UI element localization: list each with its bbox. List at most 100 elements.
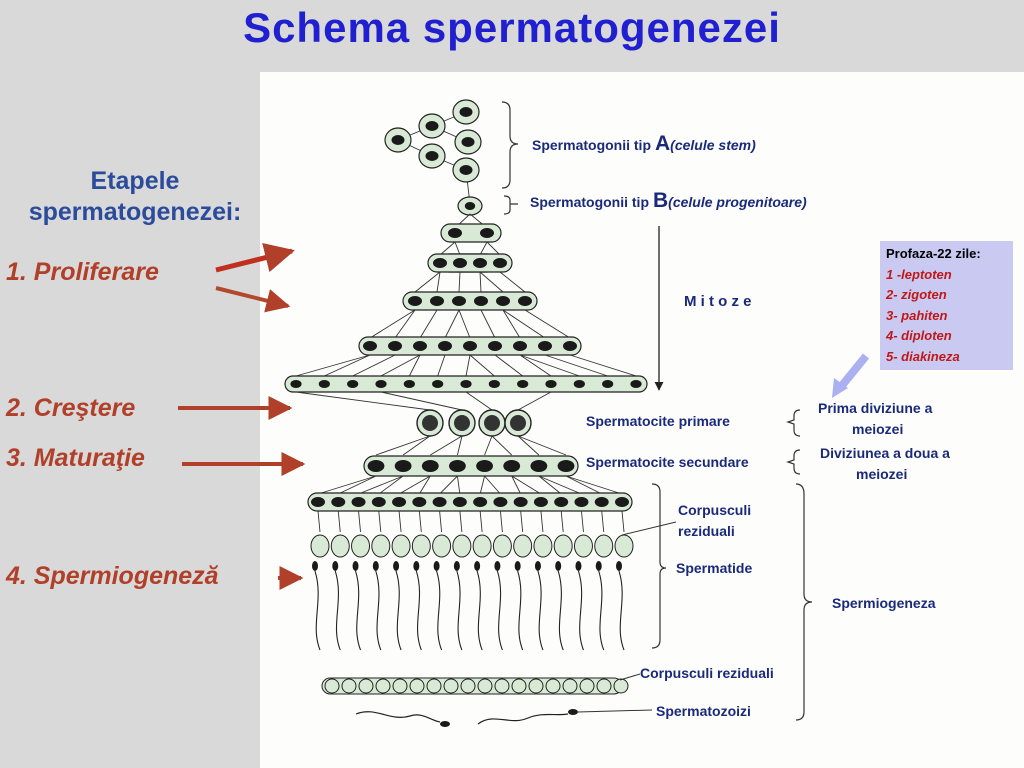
lineage-line (502, 309, 521, 339)
residual-body (391, 534, 411, 558)
lineage-line (486, 241, 501, 256)
secondary-spermatocyte (394, 460, 412, 472)
mitosis-row-4 (388, 341, 402, 351)
spermatid (493, 497, 508, 507)
mitosis-row-4 (463, 341, 477, 351)
secondary-spermatocyte-chain (363, 455, 579, 477)
leader-spermatozoizi (577, 709, 653, 713)
brackets (501, 101, 813, 721)
spermatid (311, 497, 325, 507)
connector (418, 510, 422, 533)
label-corpusculi-line2: reziduali (678, 523, 735, 539)
connector (317, 510, 321, 533)
profaza-item: 1 -leptoten (886, 266, 952, 282)
lineage-line (419, 309, 438, 339)
lineage-line (418, 475, 431, 495)
residual-body (341, 678, 357, 694)
lineage-line (502, 309, 546, 339)
sperm-head (616, 561, 622, 571)
lineage-line (295, 354, 371, 377)
spermatid-chain (307, 492, 633, 512)
nucleus (464, 202, 476, 210)
bracket-spermiogeneza (795, 483, 813, 721)
mitosis-row-4 (438, 341, 452, 351)
arrow-proliferare-2 (215, 286, 291, 313)
sperm-tail (537, 570, 544, 651)
sperm-tail (375, 570, 382, 651)
lineage-line (565, 475, 623, 495)
lineage-line (430, 435, 463, 456)
spermatid (615, 497, 629, 507)
spermatid (412, 497, 427, 507)
connector (398, 510, 402, 533)
residual-body (511, 678, 527, 694)
nucleus (391, 135, 405, 145)
sperm-tail (436, 570, 443, 651)
mitosis-row-5 (488, 380, 500, 388)
lineage-line (569, 354, 637, 377)
residual-body (460, 678, 476, 694)
mitosis-row-5 (602, 380, 614, 388)
secondary-spermatocyte (476, 460, 493, 472)
connector (459, 510, 463, 533)
nucleus (461, 137, 475, 147)
residual-body (545, 678, 561, 694)
mitosis-row-3 (474, 296, 488, 306)
sperm-tail (496, 570, 503, 651)
residual-body (477, 678, 493, 694)
residual-body (411, 534, 431, 558)
lineage-line (444, 309, 460, 339)
spermatid (452, 497, 467, 507)
stages-heading-line2: spermatogenezei: (28, 198, 242, 226)
sperm-tail (577, 570, 584, 651)
sperm-tail (598, 570, 605, 651)
label-corpusculi-line1: Corpusculi (678, 502, 751, 518)
residual-body (358, 678, 374, 694)
label-meioza1-line1: Prima diviziune a (818, 400, 933, 416)
lineage-line (436, 271, 441, 293)
sperm-head (352, 561, 359, 571)
residual-body (573, 534, 593, 558)
connector (358, 510, 361, 533)
sperm-head (555, 561, 562, 571)
secondary-spermatocyte (530, 460, 548, 472)
secondary-spermatocyte (557, 460, 575, 472)
residual-body (494, 678, 510, 694)
lineage-line (479, 271, 504, 293)
residual-body (426, 678, 442, 694)
sperm-head (413, 561, 420, 571)
label-spermatide: Spermatide (676, 560, 752, 576)
mitosis-row-3 (408, 296, 422, 306)
stage-maturatie: 3. Maturaţie (6, 444, 145, 472)
sperm-head (393, 561, 400, 571)
lineage-line (524, 309, 571, 339)
lineage-line (380, 354, 421, 377)
residual-body (562, 678, 578, 694)
residual-body (492, 534, 512, 558)
mitosis-row-2 (493, 258, 507, 268)
secondary-spermatocyte (449, 460, 466, 472)
spermatid (351, 497, 366, 507)
mitosis-row-1 (448, 228, 462, 238)
diagram-panel (260, 72, 1024, 768)
lineage-line (480, 309, 496, 339)
sperm-head (514, 561, 521, 571)
lineage-line (338, 475, 377, 495)
spermatid (574, 497, 589, 507)
label-spermatozoizi: Spermatozoizi (656, 703, 751, 719)
spermatozoon-head (568, 709, 578, 715)
spermatid (331, 497, 346, 507)
lineage-line (484, 435, 493, 456)
sperm-head (534, 561, 541, 571)
lineage-line (378, 475, 404, 495)
spermatid (594, 497, 609, 507)
lineage-line (479, 475, 486, 495)
lineage-line (538, 475, 582, 495)
lineage-line (394, 309, 416, 339)
stage-crestere: 2. Creştere (6, 394, 136, 422)
sperm-head (433, 561, 440, 571)
connector (520, 510, 524, 533)
connector (540, 510, 544, 533)
lineage-line (439, 475, 458, 495)
